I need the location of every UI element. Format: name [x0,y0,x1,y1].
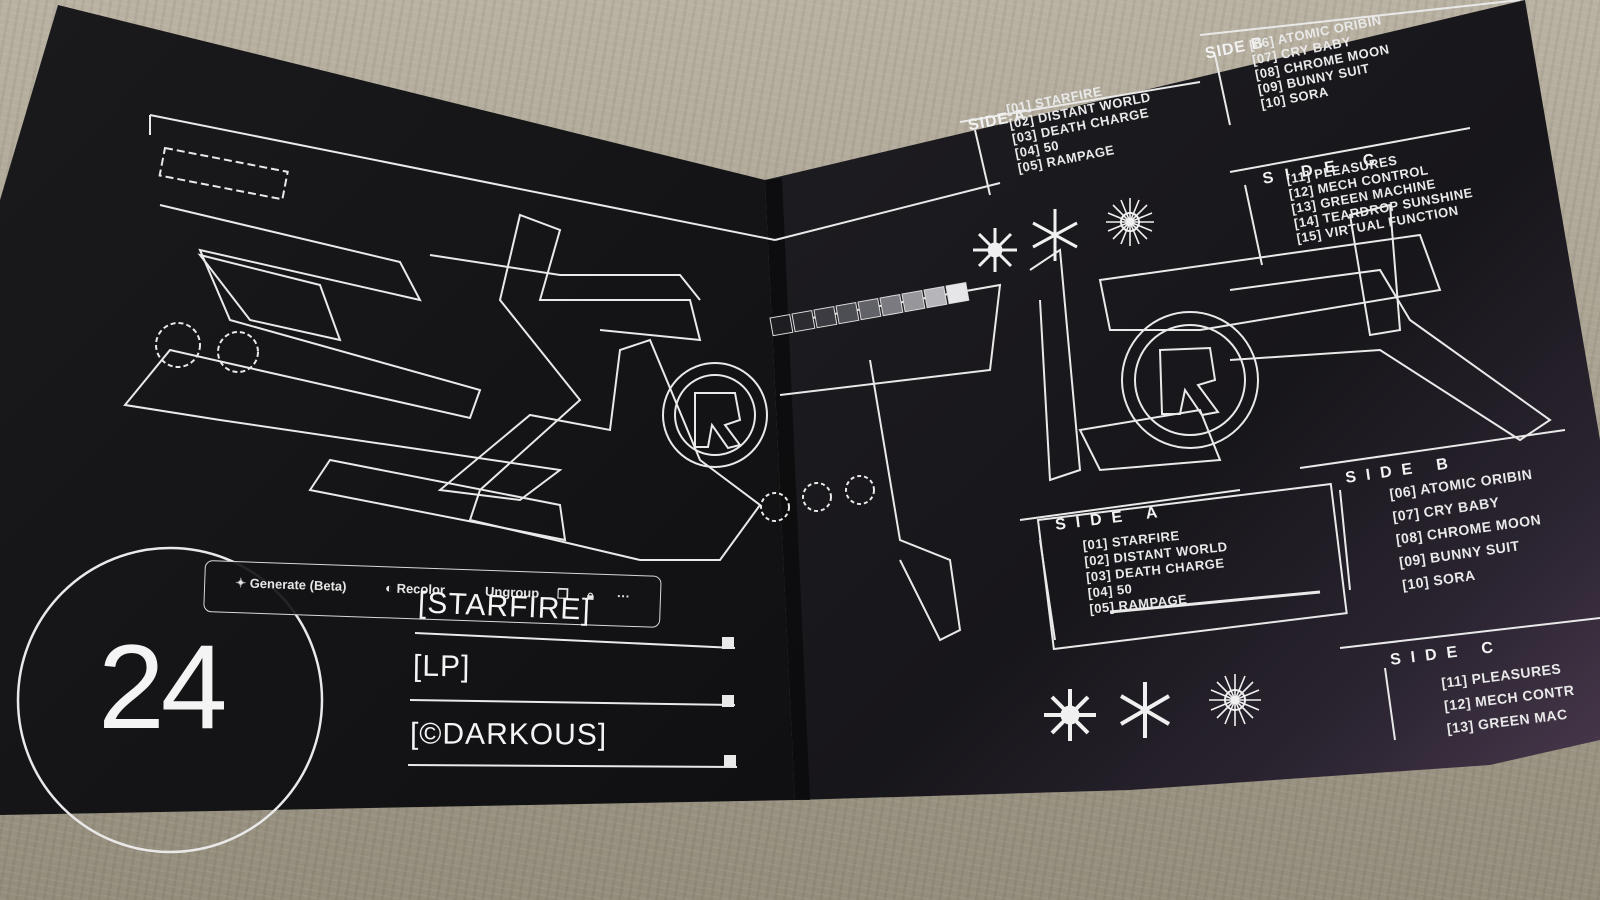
album-number: 24 [98,620,227,754]
side-a-bracket [974,129,991,196]
more-options-button[interactable]: ··· [616,588,631,604]
info-underline-1 [414,632,736,649]
starburst-icon [1044,689,1096,741]
r-emblem-right-inner [1134,324,1246,436]
sparkle-icon: ✦ [234,575,250,591]
dot-ring-2 [217,331,259,373]
info-marker-3 [724,755,736,767]
info-marker-2 [722,695,734,707]
r-letter-left [694,392,742,450]
generate-label: Generate (Beta) [249,575,347,594]
logo-stroke-a [197,253,342,342]
side-c-bar-top [1229,127,1471,173]
r-emblem-right-outer [1121,311,1259,449]
starburst-icon [973,228,1017,272]
starburst-icon [1209,674,1261,726]
info-label-format: [LP] [412,649,471,684]
side-b-bracket [1214,54,1231,126]
starburst-icon [1119,682,1171,738]
info-marker-1 [722,637,734,649]
side-b-bar-top [1199,0,1521,36]
side-a-bar-top [959,81,1201,123]
line-art [16,0,1600,854]
side-b-lower-bracket [1339,489,1351,591]
starburst-icon [1106,198,1154,246]
generate-button[interactable]: ✦ Generate (Beta) [235,575,347,595]
side-c-bracket [1244,184,1263,266]
tracklist-side-a-lower: [01] STARFIRE [02] DISTANT WORLD [03] DE… [1082,523,1233,618]
number-circle [16,546,324,854]
starburst-icon [1032,209,1078,261]
ruler-line-left [149,114,776,241]
tracklist-side-b-lower: [06] ATOMIC ORIBIN [07] CRY BABY [08] CH… [1388,463,1549,597]
logo-stroke-f [1078,408,1222,472]
dot-ring-1 [155,322,201,368]
ruler-line-right [774,182,1001,241]
logo-stroke-e [1348,203,1402,337]
dot-fold-3 [845,475,875,505]
r-letter-right [1158,346,1220,417]
logo-glyph-left [123,204,762,561]
r-emblem-left-outer [662,362,768,468]
info-underline-2 [409,699,736,706]
side-a-lower-bracket [1039,539,1056,641]
gradient-swatches [769,281,970,337]
logo-stroke-d [1229,268,1552,442]
r-emblem-left-inner [674,374,756,456]
scribble-line [1109,590,1321,614]
dot-fold-1 [760,492,790,522]
side-c-bar-lower [1339,617,1600,649]
info-label-label: [©DARKOUS] [409,717,608,752]
ruler-tag [158,146,289,201]
dot-fold-2 [802,482,832,512]
info-underline-3 [407,764,738,768]
side-c-lower-bracket [1384,667,1396,741]
logo-stroke-c [308,458,567,542]
side-b-bar-lower [1299,429,1566,469]
logo-stroke-b [429,254,701,301]
starbursts [973,198,1261,741]
logo-glyph-right [779,233,1442,642]
side-a-bar-lower [1019,489,1241,521]
